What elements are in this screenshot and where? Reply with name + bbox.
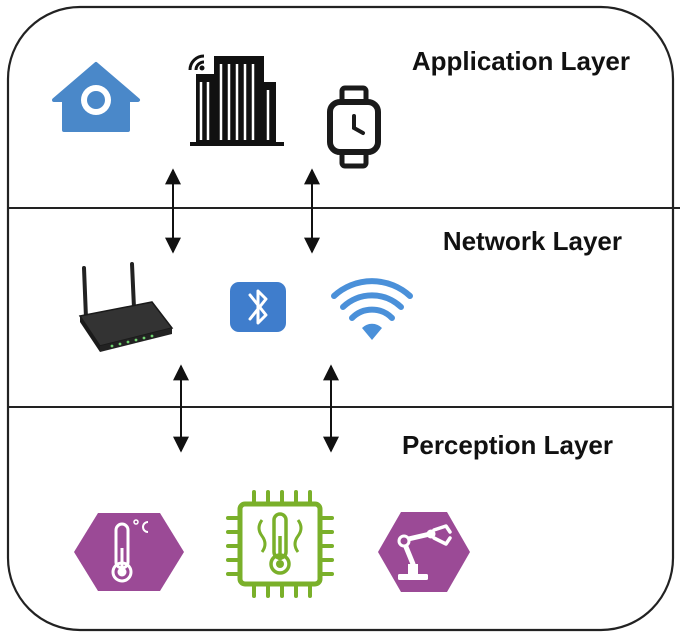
wifi-router-icon	[78, 262, 174, 352]
robotic-arm-icon	[378, 512, 470, 592]
smart-home-icon	[52, 62, 140, 132]
thermal-chip-icon	[226, 490, 334, 598]
office-building-icon	[188, 54, 284, 146]
bluetooth-icon	[230, 282, 286, 332]
diagram-frame	[6, 5, 675, 632]
smartwatch-icon	[327, 85, 381, 169]
temperature-sensor-icon	[74, 513, 184, 591]
application-layer-title: Application Layer	[412, 46, 630, 76]
perception-layer-title: Perception Layer	[402, 430, 613, 460]
wifi-signal-icon	[331, 278, 413, 340]
network-layer-title: Network Layer	[443, 226, 622, 256]
